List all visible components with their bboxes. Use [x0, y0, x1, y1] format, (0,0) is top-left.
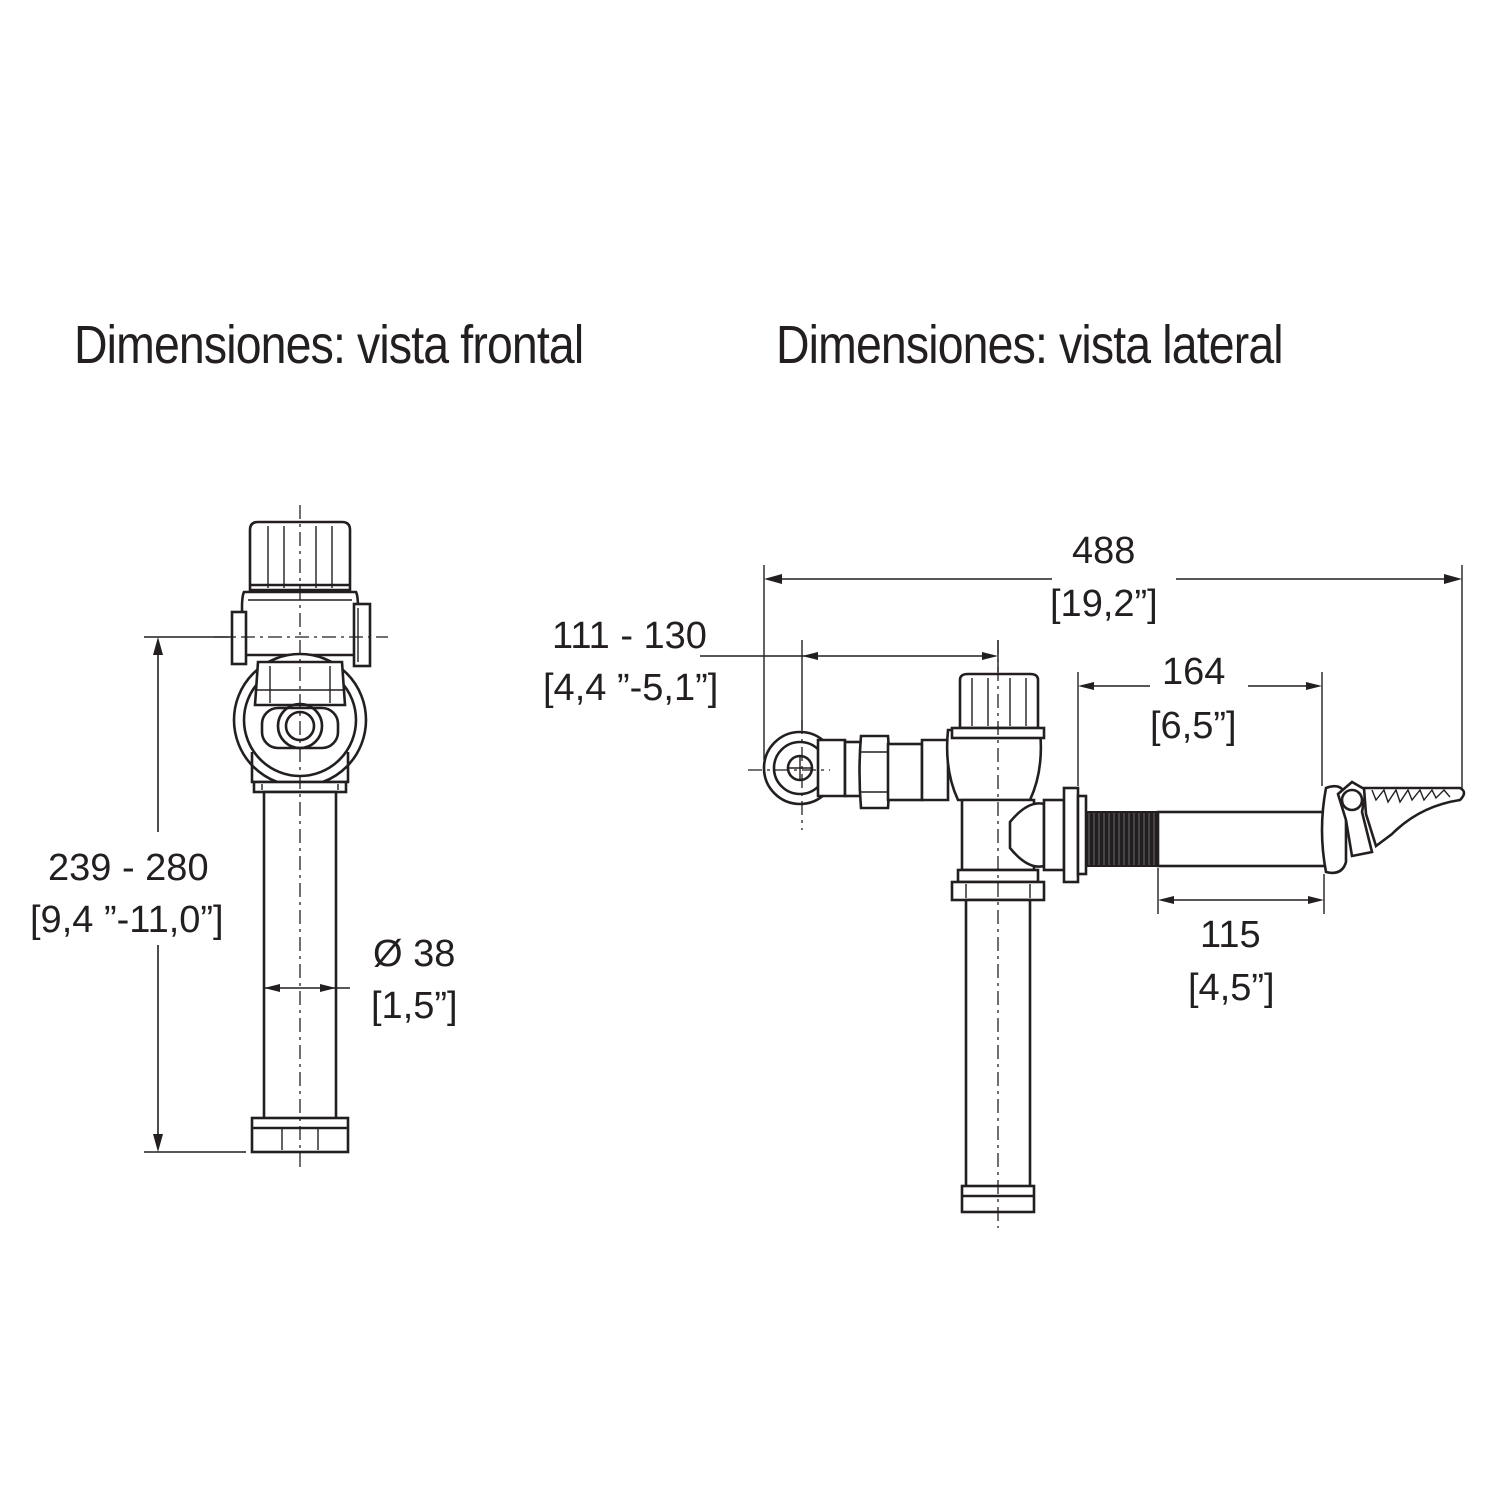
side-stem-dimension [1157, 868, 1325, 914]
side-inlet-dimension [700, 640, 999, 730]
front-view-valve [214, 505, 388, 1170]
front-diameter-dimension [264, 984, 350, 992]
side-handle-mm-label: 164 [1162, 651, 1225, 693]
side-overall-in-label: [19,2”] [1050, 583, 1158, 625]
front-diameter-in-label: [1,5”] [371, 985, 458, 1027]
side-view-title: Dimensiones: vista lateral [776, 315, 1284, 375]
front-height-mm-label: 239 - 280 [48, 847, 209, 889]
side-inlet-mm-label: 111 - 130 [552, 615, 707, 657]
side-handle-dimension [1077, 672, 1323, 786]
side-overall-dimension [763, 565, 1463, 790]
side-stem-in-label: [4,5”] [1188, 967, 1275, 1009]
side-inlet-in-label: [4,4 ”-5,1”] [543, 667, 718, 709]
side-overall-mm-label: 488 [1072, 530, 1135, 572]
side-view-valve [748, 640, 1466, 1228]
front-height-dimension [144, 636, 246, 1153]
front-diameter-mm-label: Ø 38 [373, 933, 455, 975]
side-stem-mm-label: 115 [1200, 914, 1261, 956]
side-handle-in-label: [6,5”] [1150, 705, 1237, 747]
front-height-in-label: [9,4 ”-11,0”] [30, 899, 224, 941]
front-view-title: Dimensiones: vista frontal [74, 315, 584, 375]
